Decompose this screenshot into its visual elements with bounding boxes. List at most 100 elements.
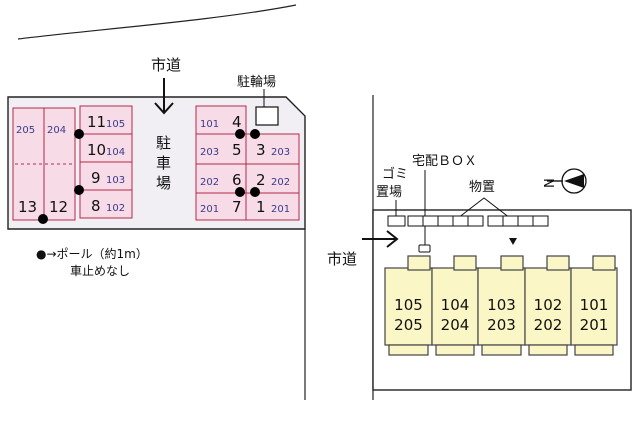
bicycle-parking-label: 駐輪場 bbox=[237, 74, 276, 90]
space-unit-10: 104 bbox=[106, 147, 125, 158]
entrance-arrow-right-icon bbox=[362, 230, 399, 248]
marker-triangle-icon bbox=[509, 238, 517, 245]
parking-block-left: 205 204 13 12 bbox=[12, 107, 76, 221]
road-edge-line bbox=[17, 4, 297, 40]
delivery-box-icon bbox=[418, 244, 431, 253]
unit-balcony bbox=[481, 344, 522, 356]
pole-marker bbox=[235, 187, 245, 197]
space-number-10: 10 bbox=[87, 141, 106, 159]
compass-north-letter: N bbox=[543, 178, 558, 188]
unit-entrance bbox=[407, 255, 431, 271]
unit-number-upper: 203 bbox=[487, 316, 516, 334]
space-number-9: 9 bbox=[91, 169, 101, 187]
unit-number-upper: 205 bbox=[394, 316, 423, 334]
unit-number-upper: 204 bbox=[441, 316, 470, 334]
unit-entrance bbox=[453, 255, 477, 271]
unit-balcony bbox=[435, 344, 475, 356]
svg-text:車: 車 bbox=[156, 154, 171, 172]
west-road-label: 市道 bbox=[327, 250, 357, 268]
garbage-box bbox=[387, 215, 406, 227]
unit-body bbox=[431, 267, 479, 346]
space-unit-9: 103 bbox=[106, 175, 125, 186]
unit-number-ground: 103 bbox=[487, 296, 516, 314]
space-unit-6: 202 bbox=[200, 177, 219, 188]
bicycle-parking-box bbox=[255, 106, 279, 126]
space-number-8: 8 bbox=[91, 197, 101, 215]
unit-balcony bbox=[528, 344, 568, 356]
unit-body bbox=[477, 267, 526, 346]
space-number-2: 2 bbox=[256, 171, 266, 189]
parking-space-7 bbox=[195, 192, 247, 221]
parking-space-4 bbox=[195, 105, 247, 135]
unit-number-upper: 201 bbox=[580, 316, 609, 334]
storage-box-row bbox=[387, 215, 549, 227]
unit-number-upper: 202 bbox=[534, 316, 563, 334]
space-number-3: 3 bbox=[256, 141, 266, 159]
space-number-12: 12 bbox=[49, 198, 68, 216]
delivery-box-label: 宅配ＢＯＸ bbox=[412, 154, 477, 169]
storage-leader bbox=[457, 197, 511, 219]
parking-block-right-a: 101 4 203 5 202 6 201 7 bbox=[195, 105, 247, 221]
bollard-poles bbox=[38, 129, 260, 224]
unit-205-label: 205 bbox=[16, 125, 35, 136]
svg-text:ゴミ: ゴミ bbox=[382, 166, 408, 182]
entrance-arrow-down-icon bbox=[154, 78, 174, 115]
space-number-1: 1 bbox=[256, 198, 266, 216]
space-unit-8: 102 bbox=[106, 203, 125, 214]
unit-entrance bbox=[500, 255, 524, 271]
space-unit-3: 203 bbox=[271, 147, 290, 158]
unit-body bbox=[570, 267, 618, 346]
space-unit-2: 202 bbox=[271, 177, 290, 188]
unit-balcony bbox=[388, 344, 429, 356]
svg-text:場: 場 bbox=[156, 174, 171, 192]
svg-text:駐: 駐 bbox=[156, 134, 171, 152]
parking-space-9 bbox=[79, 161, 133, 191]
unit-entrance bbox=[546, 255, 570, 271]
storage-box bbox=[517, 215, 534, 227]
north-road-label: 市道 bbox=[151, 56, 181, 74]
storage-box bbox=[502, 215, 519, 227]
storage-box bbox=[437, 215, 454, 227]
unit-number-ground: 101 bbox=[580, 296, 609, 314]
pole-marker bbox=[74, 185, 84, 195]
pole-marker bbox=[74, 129, 84, 139]
parking-block-right-b: 3 203 2 202 1 201 bbox=[245, 133, 300, 221]
unit-number-ground: 102 bbox=[534, 296, 563, 314]
storage-box bbox=[422, 215, 439, 227]
storage-box bbox=[467, 215, 484, 227]
parking-space-8 bbox=[79, 189, 133, 219]
pole-marker bbox=[235, 129, 245, 139]
storage-box bbox=[452, 215, 469, 227]
garbage-area-label: ゴミ 置場 bbox=[376, 166, 408, 200]
parking-space-5 bbox=[195, 133, 247, 165]
parking-block-middle: 11 105 10 104 9 103 8 102 bbox=[79, 105, 133, 219]
space-number-7: 7 bbox=[232, 198, 242, 216]
space-number-4: 4 bbox=[232, 113, 242, 131]
unit-entrance bbox=[592, 255, 616, 271]
north-compass-icon: N bbox=[543, 168, 587, 194]
space-unit-7: 201 bbox=[200, 204, 219, 215]
space-number-13: 13 bbox=[18, 198, 37, 216]
svg-text:置場: 置場 bbox=[376, 185, 402, 200]
space-unit-4: 101 bbox=[200, 119, 219, 130]
space-unit-1: 201 bbox=[271, 204, 290, 215]
legend-no-car-stop-text: 車止めなし bbox=[70, 264, 130, 278]
parking-label: 駐 車 場 bbox=[156, 134, 171, 192]
storage-label: 物置 bbox=[469, 180, 495, 195]
unit-number-ground: 105 bbox=[394, 296, 423, 314]
space-number-11: 11 bbox=[87, 113, 106, 131]
unit-204-label: 204 bbox=[47, 125, 66, 136]
space-number-6: 6 bbox=[232, 171, 242, 189]
pole-marker bbox=[250, 129, 260, 139]
space-unit-5: 203 bbox=[200, 147, 219, 158]
space-number-5: 5 bbox=[232, 141, 242, 159]
pole-marker bbox=[250, 187, 260, 197]
storage-box bbox=[532, 215, 549, 227]
space-unit-11: 105 bbox=[106, 119, 125, 130]
